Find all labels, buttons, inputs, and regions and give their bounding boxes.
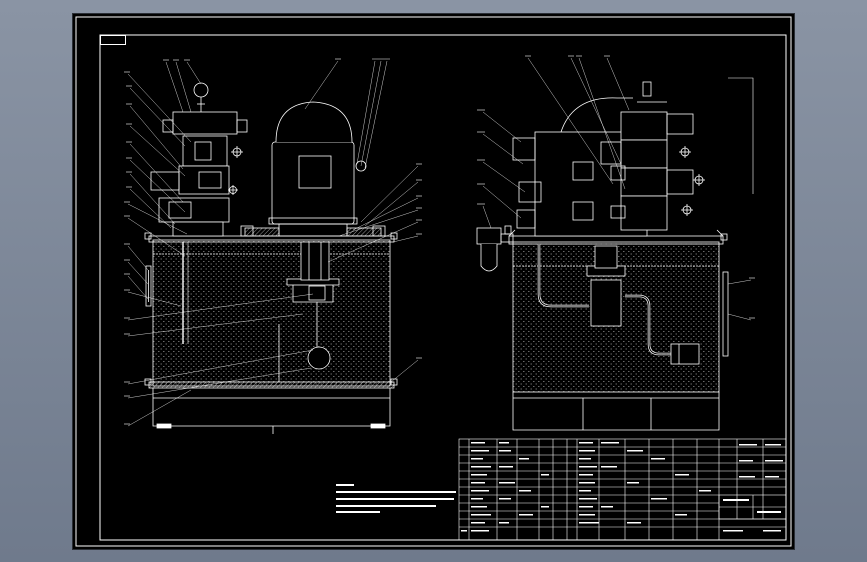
motor-nameplate — [298, 155, 332, 189]
requirement-3 — [336, 502, 471, 510]
drawing-viewport[interactable] — [73, 14, 794, 549]
frame-tag — [100, 35, 126, 45]
requirement-1 — [336, 489, 471, 496]
suction-filter — [307, 346, 331, 370]
pressure-gauge — [193, 82, 209, 98]
cad-drawing — [75, 16, 792, 547]
technical-requirements-title — [336, 482, 471, 488]
side-view — [476, 81, 729, 431]
table-entries — [461, 442, 783, 532]
oil-reservoir — [152, 239, 391, 387]
valve-block-top — [172, 111, 238, 135]
inner-frame — [99, 34, 787, 541]
outer-frame — [75, 16, 792, 547]
air-filter — [476, 227, 502, 245]
technical-requirements — [336, 482, 471, 516]
requirement-4 — [336, 509, 471, 516]
parts-list-table — [458, 438, 787, 541]
requirement-2 — [336, 495, 471, 503]
electric-motor — [271, 141, 355, 225]
front-view — [144, 82, 398, 434]
